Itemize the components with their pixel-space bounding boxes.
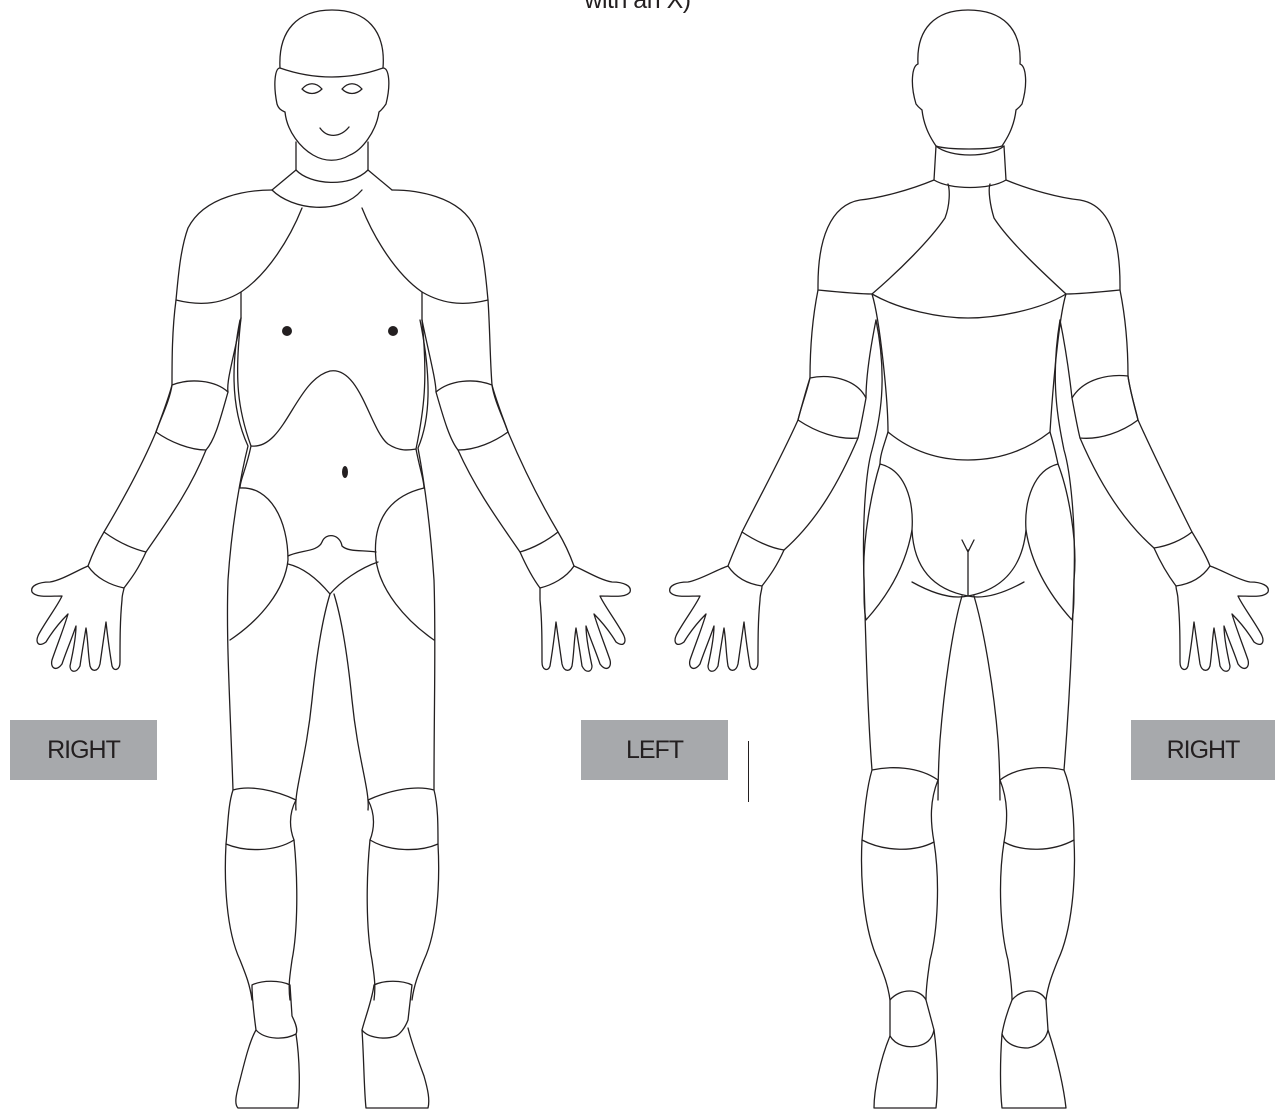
front-left-shoulder[interactable]: [362, 190, 488, 303]
front-right-foot[interactable]: [236, 1030, 299, 1108]
right-nipple: [282, 326, 292, 336]
back-right-inner-arm: [1055, 320, 1074, 770]
front-right-ankle[interactable]: [252, 981, 297, 1038]
back-mid-back[interactable]: [872, 294, 1066, 432]
front-collar: [296, 170, 368, 182]
front-right-wrist[interactable]: [88, 532, 146, 588]
back-right-thigh[interactable]: [974, 596, 1000, 800]
back-right-upper-arm[interactable]: [1060, 290, 1138, 420]
front-shoulder-line: [272, 170, 392, 190]
back-left-calf[interactable]: [862, 840, 938, 1000]
back-right-heel[interactable]: [1001, 1030, 1067, 1108]
front-neck[interactable]: [296, 142, 368, 170]
mouth: [320, 127, 349, 135]
back-waist: [880, 432, 1058, 464]
back-right-elbow[interactable]: [1072, 376, 1138, 439]
back-left-elbow[interactable]: [798, 377, 866, 439]
navel: [342, 466, 348, 478]
front-right-shin[interactable]: [225, 840, 296, 1000]
front-left-upper-arm[interactable]: [422, 300, 508, 432]
back-right-forearm[interactable]: [1080, 420, 1192, 548]
back-right-wrist[interactable]: [1154, 532, 1210, 586]
front-right-shoulder[interactable]: [176, 190, 302, 303]
left-eye: [342, 84, 362, 94]
back-left-forearm[interactable]: [742, 420, 858, 550]
back-left-knee[interactable]: [862, 768, 938, 850]
front-left-hip[interactable]: [375, 488, 434, 640]
front-head[interactable]: [275, 10, 389, 160]
front-left-foot[interactable]: [362, 1028, 429, 1108]
front-right-side-label: RIGHT: [10, 720, 157, 780]
back-left-upper-arm[interactable]: [798, 290, 876, 420]
front-right-elbow[interactable]: [156, 381, 228, 450]
back-upper-back[interactable]: [872, 294, 1066, 318]
right-eye: [302, 84, 322, 94]
back-hip-left[interactable]: [1026, 464, 1075, 620]
front-right-knee[interactable]: [226, 788, 296, 850]
front-clavicle: [272, 190, 362, 207]
back-head[interactable]: [912, 10, 1025, 149]
left-nipple: [388, 326, 398, 336]
back-buttocks[interactable]: [880, 464, 1058, 596]
back-left-shoulder[interactable]: [818, 180, 949, 294]
front-pubic: [288, 562, 378, 594]
back-left-thigh[interactable]: [938, 596, 962, 800]
front-groin[interactable]: [288, 536, 376, 556]
front-left-inner-arm: [418, 320, 435, 790]
front-left-shin[interactable]: [367, 840, 438, 1000]
front-left-knee[interactable]: [368, 788, 438, 850]
figure-divider: [748, 741, 749, 802]
back-right-calf[interactable]: [1001, 840, 1075, 1000]
back-hip-right[interactable]: [864, 464, 912, 620]
front-left-side-label: LEFT: [581, 720, 728, 780]
back-left-wrist[interactable]: [728, 532, 784, 586]
back-right-knee[interactable]: [1000, 768, 1074, 850]
back-neck[interactable]: [934, 146, 1006, 188]
front-right-hand[interactable]: [32, 566, 124, 671]
front-abdomen-upper[interactable]: [251, 371, 416, 450]
back-gluteal-cleft: [962, 540, 974, 596]
back-left-ankle[interactable]: [890, 991, 934, 1047]
back-body-figure: [670, 10, 1269, 1108]
back-right-side-label: RIGHT: [1131, 720, 1275, 780]
front-right-upper-arm[interactable]: [156, 300, 241, 432]
back-right-shoulder[interactable]: [989, 180, 1120, 294]
front-right-hip[interactable]: [230, 488, 288, 640]
front-right-forearm[interactable]: [104, 432, 206, 552]
front-left-hand[interactable]: [540, 566, 630, 671]
front-left-wrist[interactable]: [520, 532, 574, 588]
front-left-forearm[interactable]: [458, 432, 558, 552]
front-left-thigh[interactable]: [334, 594, 368, 810]
back-right-ankle[interactable]: [1002, 991, 1048, 1048]
back-lower-back[interactable]: [888, 432, 1050, 460]
front-left-ankle[interactable]: [362, 981, 412, 1038]
front-right-thigh[interactable]: [296, 594, 330, 810]
front-forehead-line: [280, 68, 383, 77]
front-left-elbow[interactable]: [436, 381, 508, 450]
front-chest[interactable]: [241, 292, 422, 320]
front-body-figure: [32, 10, 631, 1108]
front-right-inner-arm: [227, 320, 248, 790]
